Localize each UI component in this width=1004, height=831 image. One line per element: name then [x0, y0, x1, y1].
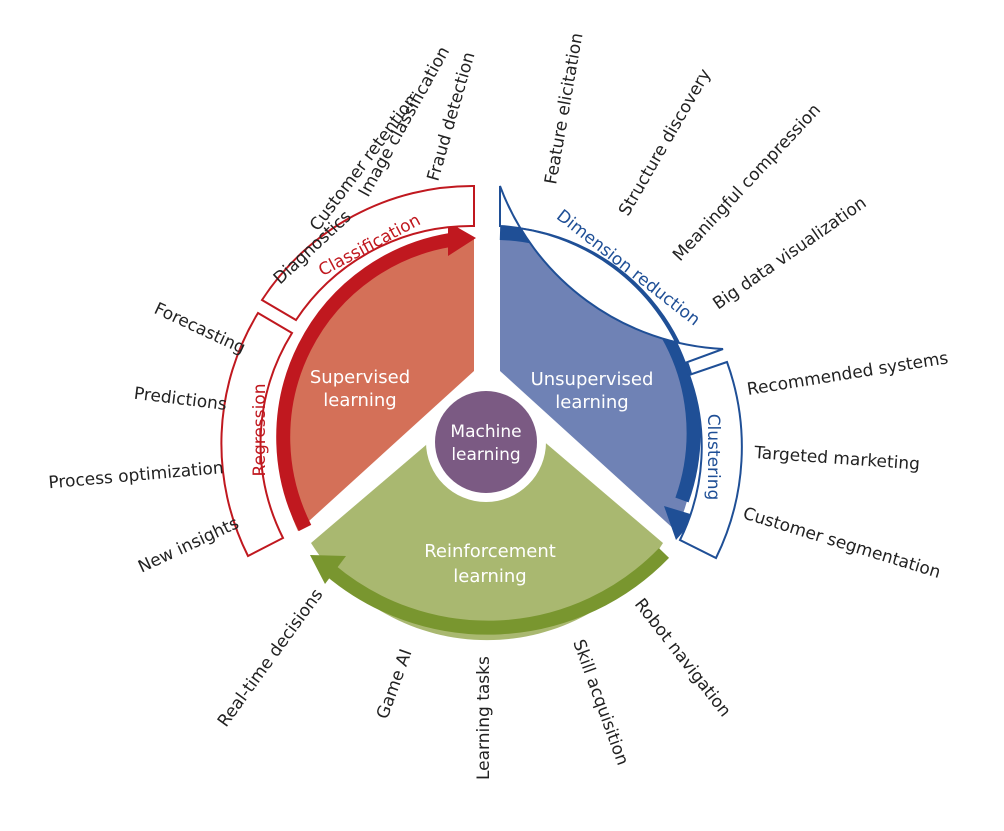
unsupervised-label-line1: Unsupervised — [531, 369, 654, 390]
unsupervised-arrowhead — [664, 506, 697, 540]
leaf-recommended-systems: Recommended systems — [746, 348, 950, 400]
dimension-reduction-band — [499, 185, 724, 365]
unsupervised-label-line2: learning — [555, 392, 628, 413]
center-circle — [435, 391, 537, 493]
supervised-arrowhead — [448, 222, 476, 256]
regression-band — [220, 311, 294, 558]
leaf-forecasting: Forecasting — [151, 299, 248, 359]
leaf-structure-discovery: Structure discovery — [615, 66, 715, 220]
leaf-new-insights: New insights — [135, 513, 242, 577]
leaf-predictions: Predictions — [133, 384, 228, 415]
supervised-label-line1: Supervised — [310, 367, 410, 388]
leaf-targeted-marketing: Targeted marketing — [753, 443, 921, 475]
supervised-label-line2: learning — [323, 390, 396, 411]
reinforcement-arrowhead — [310, 555, 346, 584]
classification-band — [260, 184, 475, 322]
leaf-learning-tasks: Learning tasks — [474, 656, 494, 780]
leaf-real-time-decisions: Real-time decisions — [214, 585, 328, 731]
reinforcement-label-line2: learning — [453, 566, 526, 587]
leaf-robot-navigation: Robot navigation — [630, 595, 735, 721]
unsupervised-sector — [500, 237, 695, 531]
center-label-line2: learning — [451, 445, 520, 465]
supervised-arrow — [276, 233, 452, 532]
clustering-band-label: Clustering — [703, 414, 723, 501]
regression-band-label: Regression — [250, 384, 270, 477]
leaf-game-ai: Game AI — [373, 647, 417, 722]
center-label-line1: Machine — [450, 422, 521, 442]
leaf-customer-segmentation: Customer segmentation — [741, 504, 943, 583]
supervised-sector — [279, 237, 474, 531]
reinforcement-arrow — [325, 548, 670, 635]
clustering-band — [678, 360, 743, 560]
leaf-feature-elicitation: Feature elicitation — [541, 31, 587, 185]
reinforcement-sector — [311, 393, 663, 641]
leaf-skill-acquisition: Skill acquisition — [568, 637, 632, 768]
reinforcement-label-line1: Reinforcement — [424, 541, 556, 562]
leaf-process-optimization: Process optimization — [48, 458, 225, 493]
